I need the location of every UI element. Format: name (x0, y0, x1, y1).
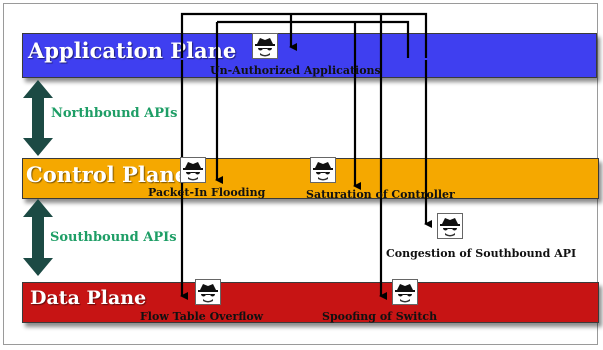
northbound-apis-label: Northbound APIs (51, 106, 178, 121)
spy-icon (180, 157, 206, 183)
data-plane (22, 282, 599, 323)
spy-icon (392, 279, 418, 305)
data-plane-title: Data Plane (30, 287, 147, 309)
packet-in-flooding-label: Packet-In Flooding (148, 186, 266, 199)
spy-icon (252, 33, 278, 59)
unauthorized-applications-label: Un-Authorized Applications (210, 64, 381, 77)
spy-icon (310, 157, 336, 183)
control-plane-title: Control Plane (26, 162, 189, 187)
application-plane-title: Application Plane (28, 38, 237, 63)
flow-table-overflow-label: Flow Table Overflow (140, 310, 264, 323)
congestion-of-southbound-api-label: Congestion of Southbound API (386, 247, 577, 260)
southbound-apis-label: Southbound APIs (50, 230, 177, 245)
spy-icon (437, 213, 463, 239)
saturation-of-controller-label: Saturation of Controller (306, 188, 455, 201)
spy-icon (195, 279, 221, 305)
spoofing-of-switch-label: Spoofing of Switch (322, 310, 438, 323)
